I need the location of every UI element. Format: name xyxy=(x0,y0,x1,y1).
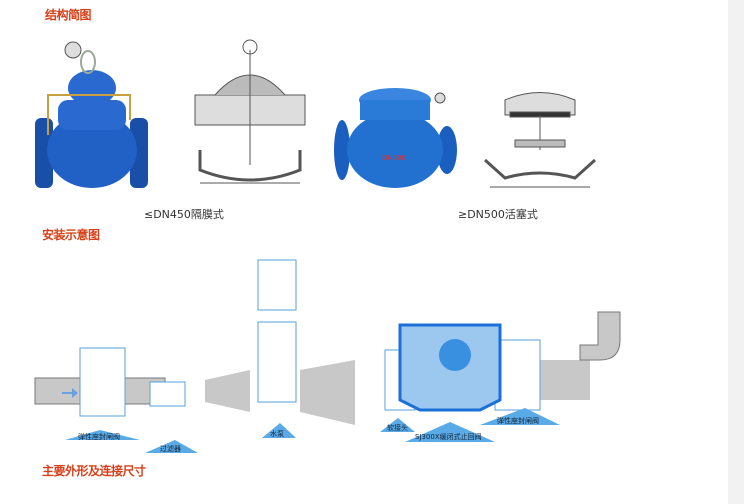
label-soft-joint: 软接头 xyxy=(387,423,408,432)
label-check-valve: SJ300X缓闭式止回阀 xyxy=(415,432,482,441)
caption-piston: ≥DN500活塞式 xyxy=(458,208,538,221)
heading-install: 安装示意图 xyxy=(42,228,100,242)
label-gate-valve-2: 弹性座封闸阀 xyxy=(497,416,539,425)
installation-diagram xyxy=(34,259,621,425)
diaphragm-valve-diagram xyxy=(194,39,306,184)
heading-dimensions: 主要外形及连接尺寸 xyxy=(42,464,146,478)
install-labels: 弹性座封闸阀 过滤器 水泵 软接头 SJ300X缓闭式止回阀 弹性座封闸阀 xyxy=(65,408,560,453)
caption-diaphragm: ≤DN450隔膜式 xyxy=(144,208,224,221)
label-filter: 过滤器 xyxy=(160,444,181,453)
piston-valve-diagram xyxy=(483,92,597,188)
label-pump: 水泵 xyxy=(270,429,284,438)
svg-text:DN500: DN500 xyxy=(382,154,406,162)
diaphragm-valve-photo xyxy=(35,41,148,188)
page-edge xyxy=(728,0,744,504)
label-gate-valve-1: 弹性座封闸阀 xyxy=(78,432,120,441)
piston-valve-photo: DN500 xyxy=(334,88,457,188)
heading-structure: 结构简图 xyxy=(45,8,92,22)
